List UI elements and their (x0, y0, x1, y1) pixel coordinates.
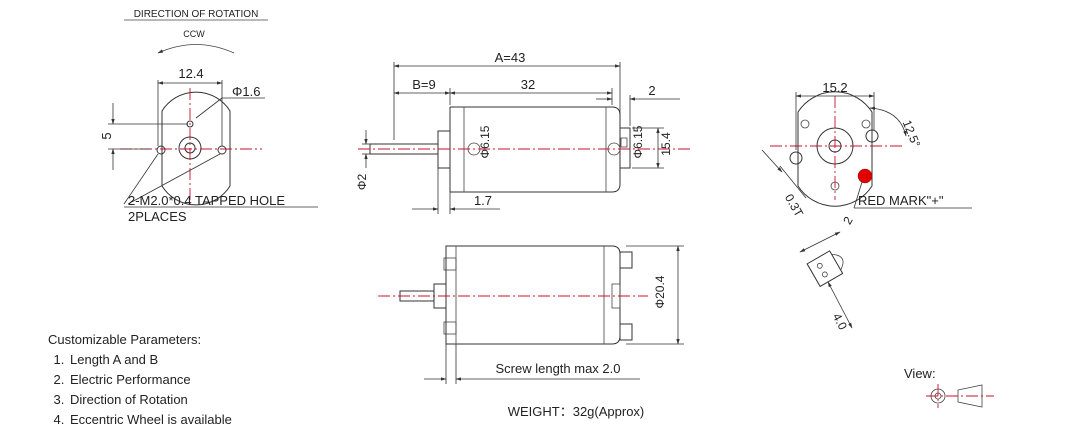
rear-dim-angle: 12.5° (900, 118, 924, 150)
terminal-dim-width: 2 (840, 214, 856, 227)
side-dim-height: 15.4 (659, 132, 673, 156)
projection-cone (957, 384, 983, 408)
front-dim-hole: Φ1.6 (232, 84, 260, 99)
weight-label: WEIGHT：32g(Approx) (508, 404, 645, 419)
tapped-hole-places: 2PLACES (128, 209, 187, 224)
view-label: View: (904, 366, 936, 381)
side-view: A=43 B=9 32 2 Φ6.15 Φ6.15 15.4 Φ2 1.7 (355, 50, 690, 214)
front-view: DIRECTION OF ROTATION CCW 12.4 Φ1.6 5 2-… (99, 9, 318, 224)
side-dim-body: 32 (521, 77, 535, 92)
tapped-hole-right (217, 145, 227, 155)
parameter-item: Direction of Rotation (68, 390, 232, 410)
tapped-hole-note: 2-M2.0*0.4 TAPPED HOLE (128, 193, 285, 208)
side-dim-terminal: 2 (648, 83, 655, 98)
parameter-item: Length A and B (68, 350, 232, 370)
red-mark (857, 168, 873, 184)
rear-dim-width: 15.2 (822, 80, 847, 95)
front-outline (161, 91, 231, 206)
terminal-detail (806, 250, 844, 288)
red-mark-note: RED MARK"+" (858, 193, 944, 208)
side-dim-b: B=9 (412, 77, 436, 92)
bottom-dim-diameter: Φ20.4 (653, 275, 667, 308)
projection-symbol: View: (904, 366, 994, 408)
side-dim-shaft: Φ2 (355, 174, 369, 191)
side-dim-boss-rear: Φ6.15 (631, 125, 645, 158)
customizable-parameters: Customizable Parameters: Length A and B … (48, 330, 232, 430)
side-dim-shoulder: 1.7 (474, 193, 492, 208)
rotation-direction: CCW (183, 29, 205, 39)
front-dim-offset: 5 (99, 132, 114, 139)
side-dim-boss: Φ6.15 (478, 125, 492, 158)
rear-dim-thickness: 0.3T (782, 192, 806, 220)
rotation-arrow (157, 44, 235, 54)
side-body (449, 106, 621, 193)
side-boss (437, 130, 451, 169)
rear-view: 15.2 12.5° 0.3T RED MARK"+" 2 4.0 (761, 80, 972, 333)
rotation-heading: DIRECTION OF ROTATION (134, 9, 259, 20)
rear-terminal-neg (789, 151, 803, 165)
screw-length-note: Screw length max 2.0 (495, 361, 620, 376)
parameter-item: Electric Performance (68, 370, 232, 390)
terminal-dim-length: 4.0 (830, 311, 850, 333)
bottom-terminal-top (619, 251, 633, 269)
front-dim-width: 12.4 (178, 66, 203, 81)
side-terminal (619, 127, 631, 169)
side-dim-a: A=43 (495, 50, 526, 65)
parameters-list: Length A and B Electric Performance Dire… (48, 350, 232, 430)
rear-outline (797, 91, 873, 207)
bottom-terminal-bottom (619, 323, 633, 341)
parameter-item: Eccentric Wheel is available (68, 410, 232, 430)
bottom-view: Φ20.4 Screw length max 2.0 WEIGHT：32g(Ap… (378, 245, 684, 419)
tapped-hole-left (156, 145, 166, 155)
bottom-body (445, 245, 621, 345)
parameters-heading: Customizable Parameters: (48, 332, 202, 347)
